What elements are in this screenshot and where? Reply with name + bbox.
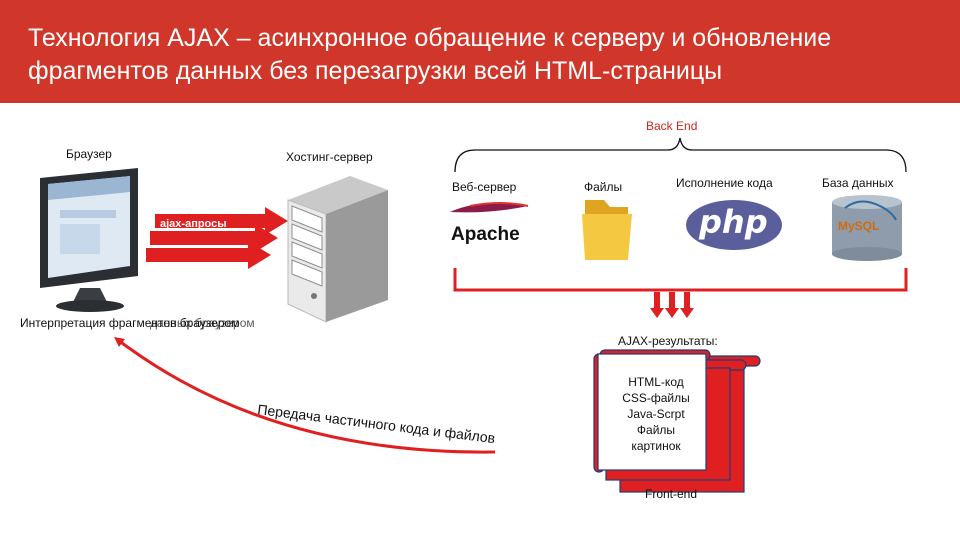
code-execution-label: Исполнение кода bbox=[676, 176, 773, 190]
server-tower-icon bbox=[287, 176, 388, 323]
web-server-label: Веб-сервер bbox=[452, 180, 517, 194]
interpretation-overlay-label: данных браузером bbox=[150, 316, 255, 330]
php-logo-text: php bbox=[699, 203, 768, 241]
result-item: Java-Scrpt bbox=[627, 407, 685, 421]
mysql-logo-text: MySQL bbox=[838, 219, 880, 233]
ajax-request-arrows bbox=[146, 207, 288, 269]
slide-title: Технология AJAX – асинхронное обращение … bbox=[28, 22, 938, 88]
ajax-requests-label: ajax-апросы bbox=[160, 218, 227, 230]
apache-feather-icon bbox=[450, 202, 529, 213]
folder-icon bbox=[582, 200, 632, 260]
down-arrows bbox=[650, 292, 694, 318]
mysql-database-icon bbox=[832, 195, 902, 261]
back-end-collector-line bbox=[453, 268, 908, 292]
hosting-server-label: Хостинг-сервер bbox=[286, 150, 373, 164]
slide-title-line-1: Технология AJAX – асинхронное обращение … bbox=[28, 24, 832, 52]
database-label: База данных bbox=[822, 176, 894, 190]
php-logo bbox=[686, 200, 782, 250]
front-end-label: Front-end bbox=[645, 487, 698, 501]
interpretation-label: Интерпретация фрагментов браузером bbox=[20, 316, 240, 330]
slide-title-line-2: фрагментов данных без перезагрузки всей … bbox=[28, 57, 723, 85]
ajax-results-label: AJAX-результаты: bbox=[618, 334, 718, 348]
header-bar: Технология AJAX – асинхронное обращение … bbox=[0, 0, 960, 103]
result-item: CSS-файлы bbox=[622, 391, 690, 405]
browser-monitor-icon bbox=[40, 168, 138, 312]
result-item: Файлы bbox=[636, 423, 676, 437]
back-end-label: Back End bbox=[646, 119, 698, 133]
result-item: HTML-код bbox=[628, 375, 684, 389]
apache-logo-text: Apache bbox=[451, 224, 520, 245]
browser-label: Браузер bbox=[66, 147, 112, 161]
back-end-brace bbox=[454, 137, 907, 173]
files-label: Файлы bbox=[584, 180, 623, 194]
result-scroll-stack bbox=[593, 349, 761, 493]
result-item: картинок bbox=[631, 439, 681, 453]
transfer-label: Передача частичного кода и файлов bbox=[257, 401, 496, 446]
return-arrow bbox=[114, 336, 496, 454]
results-list: HTML-код CSS-файлы Java-Scrpt Файлы карт… bbox=[604, 374, 708, 454]
